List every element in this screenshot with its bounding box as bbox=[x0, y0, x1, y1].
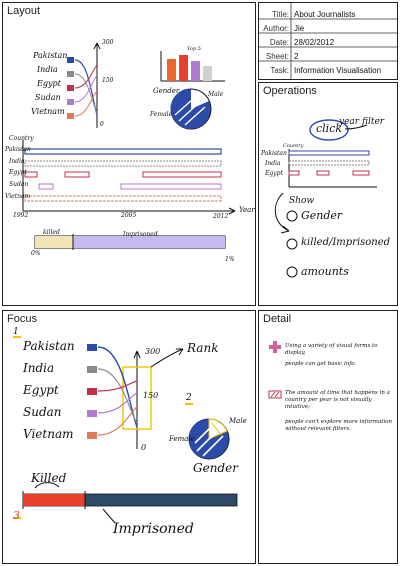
focus-killed-bar bbox=[23, 494, 85, 506]
focus-killed-label: Killed bbox=[31, 471, 67, 485]
operations-country-egypt: Egypt bbox=[265, 170, 283, 177]
meta-title-value: About Journalists bbox=[294, 10, 356, 19]
meta-date-value: 28/02/2012 bbox=[294, 38, 335, 47]
detail-note-4: people can't explore more information wi… bbox=[285, 419, 393, 433]
operations-sketch bbox=[274, 119, 377, 278]
layout-imprisoned-label: Imprisoned bbox=[123, 231, 158, 238]
layout-country-axis: Country bbox=[9, 135, 34, 142]
layout-bar-3 bbox=[191, 61, 200, 81]
detail-icons bbox=[268, 341, 282, 399]
operations-click: click bbox=[316, 122, 343, 135]
layout-timeline-india: India bbox=[9, 158, 25, 165]
focus-panel: Focus bbox=[2, 310, 256, 564]
layout-male-label: Male bbox=[208, 91, 224, 98]
focus-legend-pakistan bbox=[87, 344, 97, 351]
layout-panel: Layout bbox=[2, 2, 256, 306]
meta-dividers bbox=[259, 3, 397, 79]
detail-panel: Detail Using a variety of visual forms t… bbox=[258, 310, 398, 564]
detail-panel-title: Detail bbox=[263, 313, 292, 325]
focus-male: Male bbox=[229, 417, 247, 425]
layout-bar-1 bbox=[167, 59, 176, 81]
layout-killed-label: killed bbox=[43, 229, 60, 236]
detail-note-2: people can get basic info. bbox=[285, 361, 357, 367]
layout-timeline-pakistan: Pakistan bbox=[5, 146, 31, 153]
focus-imprisoned-label: Imprisoned bbox=[113, 521, 194, 537]
layout-scale-mid: 150 bbox=[102, 77, 114, 84]
layout-country-india: India bbox=[37, 65, 58, 74]
meta-task-value: Information Visualisation bbox=[294, 66, 382, 75]
meta-date-key: Date: bbox=[269, 38, 289, 47]
operations-country-pakistan: Pakistan bbox=[261, 150, 287, 157]
layout-female-label: Female bbox=[150, 111, 173, 118]
detail-cross-icon bbox=[269, 341, 281, 353]
layout-pct-start: 0% bbox=[31, 250, 41, 257]
focus-panel-title: Focus bbox=[7, 313, 37, 325]
detail-note-3: The amount of time that happens in a cou… bbox=[285, 390, 390, 411]
focus-female: Female bbox=[169, 435, 195, 443]
meta-panel: Title: About Journalists Author: Jie Dat… bbox=[258, 2, 398, 80]
operations-country-axis: Country bbox=[283, 143, 304, 149]
layout-bar-4 bbox=[203, 66, 212, 81]
operations-year-filter: year filter bbox=[339, 117, 385, 127]
operations-panel-title: Operations bbox=[263, 85, 317, 97]
focus-marker-1: 1 bbox=[13, 327, 19, 337]
layout-bar-2 bbox=[179, 55, 188, 81]
layout-country-pakistan: Pakistan bbox=[33, 51, 68, 60]
focus-country-pakistan: Pakistan bbox=[23, 339, 75, 353]
layout-legend-sudan bbox=[67, 99, 74, 105]
layout-year-end: 2012 bbox=[213, 213, 229, 220]
focus-scale-high: 300 bbox=[145, 347, 161, 356]
layout-scale-low: 0 bbox=[100, 121, 104, 128]
layout-legend-egypt bbox=[67, 85, 74, 91]
layout-panel-title: Layout bbox=[7, 5, 41, 17]
layout-country-vietnam: Vietnam bbox=[31, 107, 65, 116]
layout-legend-pakistan bbox=[67, 57, 74, 63]
layout-legend-india bbox=[67, 71, 74, 77]
focus-legend-india bbox=[87, 366, 97, 373]
layout-top-label: Top 5 bbox=[187, 46, 201, 52]
meta-task-key: Task: bbox=[270, 66, 289, 75]
layout-pct-end: 1% bbox=[225, 256, 235, 263]
layout-year-start: 1992 bbox=[13, 212, 29, 219]
meta-title-key: Title: bbox=[271, 10, 289, 19]
operations-item-killed: killed/Imprisoned bbox=[301, 237, 391, 248]
layout-legend-vietnam bbox=[67, 113, 74, 119]
layout-country-sudan: Sudan bbox=[35, 93, 61, 102]
focus-scale-mid: 150 bbox=[143, 391, 159, 400]
layout-year-mid: 2005 bbox=[121, 212, 137, 219]
focus-legend-vietnam bbox=[87, 432, 97, 439]
layout-timeline-egypt: Egypt bbox=[9, 169, 27, 176]
layout-timeline-vietnam: Vietnam bbox=[5, 193, 31, 200]
focus-marker-3: 3 bbox=[13, 509, 20, 522]
focus-legend-egypt bbox=[87, 388, 97, 395]
layout-year-axis: Year bbox=[239, 206, 255, 214]
operations-panel: Operations click year filter Country Pak… bbox=[258, 82, 398, 306]
operations-item-gender: Gender bbox=[301, 209, 343, 222]
focus-country-sudan: Sudan bbox=[23, 405, 62, 419]
layout-country-egypt: Egypt bbox=[37, 79, 61, 88]
operations-show: Show bbox=[289, 196, 315, 206]
meta-sheet-key: Sheet: bbox=[265, 52, 289, 61]
meta-author-key: Author: bbox=[263, 24, 289, 33]
detail-note-1: Using a variety of visual forms to displ… bbox=[285, 343, 378, 357]
focus-country-vietnam: Vietnam bbox=[23, 427, 74, 441]
layout-gender-label: Gender bbox=[153, 87, 180, 95]
focus-legend-sudan bbox=[87, 410, 97, 417]
operations-country-india: India bbox=[265, 160, 281, 167]
layout-sketch bbox=[22, 42, 236, 250]
focus-rank: Rank bbox=[187, 341, 219, 355]
operations-item-amounts: amounts bbox=[301, 265, 349, 278]
layout-scale-high: 300 bbox=[102, 39, 114, 46]
focus-gender: Gender bbox=[193, 461, 238, 475]
meta-author-value: Jie bbox=[294, 24, 305, 33]
focus-marker-2: 2 bbox=[186, 393, 192, 403]
focus-country-egypt: Egypt bbox=[23, 383, 59, 397]
focus-sketch bbox=[13, 336, 238, 524]
focus-country-india: India bbox=[23, 361, 55, 375]
meta-sheet-value: 2 bbox=[294, 52, 299, 61]
detail-stripe-icon bbox=[268, 390, 282, 399]
layout-timeline-sudan: Sudan bbox=[9, 181, 29, 188]
focus-scale-low: 0 bbox=[141, 443, 147, 452]
